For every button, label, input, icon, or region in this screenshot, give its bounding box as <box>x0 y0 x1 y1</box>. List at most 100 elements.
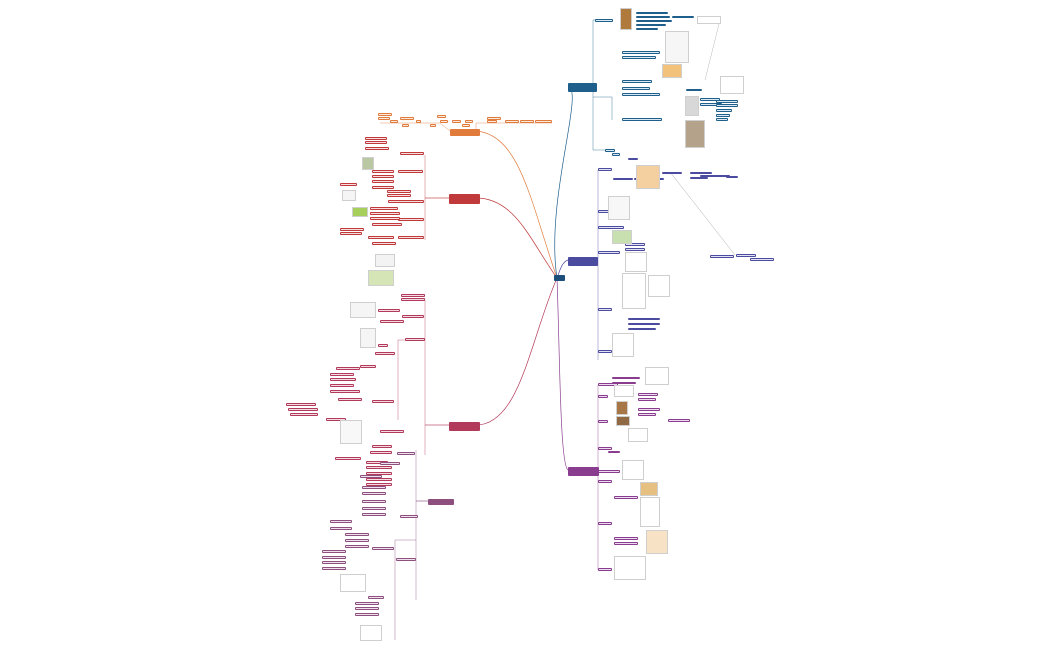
indigo-subtopic[interactable] <box>710 255 734 258</box>
purple-subtopic[interactable] <box>360 475 382 478</box>
red-subtopic[interactable] <box>387 190 411 193</box>
red-subtopic[interactable] <box>372 186 394 189</box>
orange-subtopic[interactable] <box>440 120 448 123</box>
purple-subtopic[interactable] <box>400 515 418 518</box>
crimson-subtopic[interactable] <box>330 384 354 387</box>
indigo-subtopic[interactable] <box>690 172 712 174</box>
main-topic-red[interactable] <box>449 194 480 204</box>
indigo-subtopic[interactable] <box>625 243 645 246</box>
purple-subtopic[interactable] <box>362 507 386 510</box>
orange-subtopic[interactable] <box>430 124 436 127</box>
purple-subtopic[interactable] <box>362 513 386 516</box>
navy-subtopic[interactable] <box>716 109 732 112</box>
crimson-subtopic[interactable] <box>360 365 376 368</box>
navy-subtopic[interactable] <box>716 104 738 107</box>
crimson-subtopic[interactable] <box>288 408 318 411</box>
purple-subtopic[interactable] <box>345 539 369 542</box>
purple-subtopic[interactable] <box>345 545 369 548</box>
purple-subtopic[interactable] <box>380 462 400 465</box>
red-subtopic[interactable] <box>398 218 424 221</box>
red-subtopic[interactable] <box>368 236 394 239</box>
violet-subtopic[interactable] <box>598 522 612 525</box>
red-subtopic[interactable] <box>370 217 400 220</box>
orange-subtopic[interactable] <box>520 120 534 123</box>
purple-subtopic[interactable] <box>362 486 386 489</box>
crimson-subtopic[interactable] <box>366 478 392 481</box>
orange-subtopic[interactable] <box>505 120 519 123</box>
violet-subtopic[interactable] <box>638 393 658 396</box>
orange-subtopic[interactable] <box>535 120 552 123</box>
indigo-subtopic[interactable] <box>598 168 612 171</box>
navy-subtopic[interactable] <box>595 19 613 22</box>
violet-subtopic[interactable] <box>598 447 612 450</box>
violet-subtopic[interactable] <box>638 408 660 411</box>
navy-subtopic[interactable] <box>636 12 668 14</box>
violet-subtopic[interactable] <box>614 496 638 499</box>
red-subtopic[interactable] <box>372 175 394 178</box>
red-subtopic[interactable] <box>370 207 398 210</box>
orange-subtopic[interactable] <box>462 124 470 127</box>
indigo-subtopic[interactable] <box>598 226 624 229</box>
main-topic-indigo[interactable] <box>568 257 598 266</box>
orange-subtopic[interactable] <box>402 124 409 127</box>
purple-subtopic[interactable] <box>397 452 415 455</box>
purple-subtopic[interactable] <box>372 547 394 550</box>
navy-subtopic[interactable] <box>686 89 702 91</box>
red-subtopic[interactable] <box>398 170 423 173</box>
indigo-subtopic[interactable] <box>628 158 638 160</box>
crimson-subtopic[interactable] <box>336 367 360 370</box>
indigo-subtopic[interactable] <box>598 350 612 353</box>
crimson-subtopic[interactable] <box>326 418 346 421</box>
indigo-subtopic[interactable] <box>598 308 612 311</box>
purple-subtopic[interactable] <box>396 558 416 561</box>
navy-subtopic[interactable] <box>622 80 652 83</box>
violet-subtopic[interactable] <box>638 398 656 401</box>
purple-subtopic[interactable] <box>355 613 379 616</box>
crimson-subtopic[interactable] <box>375 352 395 355</box>
navy-subtopic[interactable] <box>622 87 650 90</box>
navy-subtopic[interactable] <box>622 118 662 121</box>
crimson-subtopic[interactable] <box>378 344 388 347</box>
crimson-subtopic[interactable] <box>402 315 424 318</box>
crimson-subtopic[interactable] <box>366 483 392 486</box>
violet-subtopic[interactable] <box>638 413 656 416</box>
crimson-subtopic[interactable] <box>380 430 404 433</box>
orange-subtopic[interactable] <box>378 113 392 116</box>
crimson-subtopic[interactable] <box>401 298 425 301</box>
violet-subtopic[interactable] <box>668 419 690 422</box>
red-subtopic[interactable] <box>372 242 396 245</box>
crimson-subtopic[interactable] <box>370 451 392 454</box>
navy-subtopic[interactable] <box>612 153 620 156</box>
indigo-subtopic[interactable] <box>750 258 774 261</box>
red-subtopic[interactable] <box>370 212 400 215</box>
violet-subtopic[interactable] <box>612 382 636 384</box>
navy-subtopic[interactable] <box>700 98 720 101</box>
red-subtopic[interactable] <box>398 236 424 239</box>
violet-subtopic[interactable] <box>598 383 618 386</box>
red-subtopic[interactable] <box>365 147 389 150</box>
main-topic-purple[interactable] <box>428 499 454 505</box>
indigo-subtopic[interactable] <box>628 323 660 325</box>
indigo-subtopic[interactable] <box>736 254 756 257</box>
red-subtopic[interactable] <box>388 200 424 203</box>
purple-subtopic[interactable] <box>355 607 379 610</box>
crimson-subtopic[interactable] <box>378 309 400 312</box>
crimson-subtopic[interactable] <box>372 400 394 403</box>
crimson-subtopic[interactable] <box>380 320 404 323</box>
purple-subtopic[interactable] <box>330 527 352 530</box>
main-topic-violet[interactable] <box>568 467 599 476</box>
red-subtopic[interactable] <box>365 137 387 140</box>
red-subtopic[interactable] <box>365 141 387 144</box>
purple-subtopic[interactable] <box>345 533 369 536</box>
navy-subtopic[interactable] <box>716 118 728 121</box>
central-topic[interactable] <box>554 275 565 281</box>
main-topic-orange[interactable] <box>450 129 480 136</box>
orange-subtopic[interactable] <box>437 115 446 118</box>
red-subtopic[interactable] <box>372 170 394 173</box>
navy-subtopic[interactable] <box>716 114 730 117</box>
crimson-subtopic[interactable] <box>372 445 392 448</box>
red-subtopic[interactable] <box>372 223 402 226</box>
crimson-subtopic[interactable] <box>330 373 354 376</box>
red-subtopic[interactable] <box>372 180 394 183</box>
